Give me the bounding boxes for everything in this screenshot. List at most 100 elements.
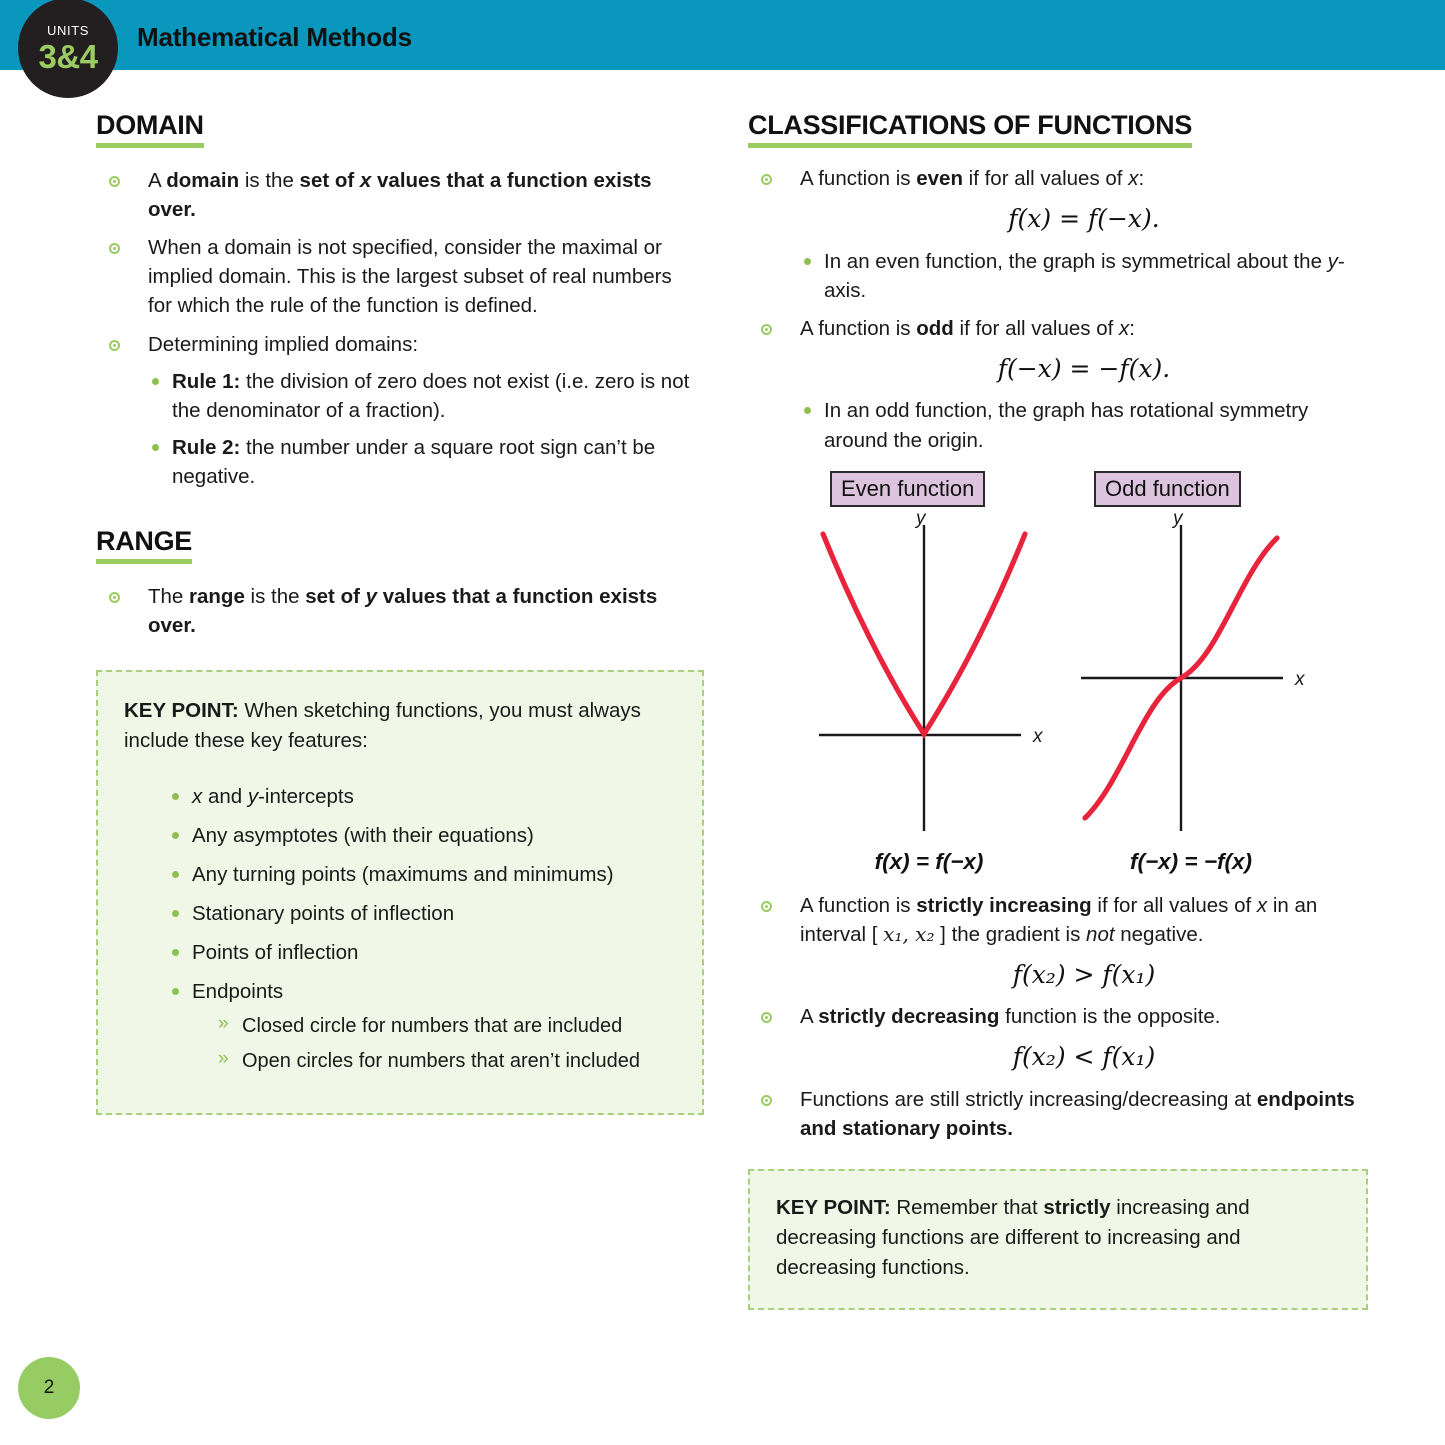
range-heading-wrap: RANGE	[96, 526, 696, 570]
list-item: A function is strictly increasing if for…	[748, 891, 1368, 993]
text-run: x	[1119, 316, 1130, 340]
text-run: is the	[239, 169, 300, 192]
list-item: Rule 1: the division of zero does not ex…	[148, 367, 696, 425]
units-badge: UNITS 3&4	[18, 0, 118, 98]
left-column: DOMAIN A domain is the set of x values t…	[96, 110, 704, 1116]
text-run: function is the opposite.	[999, 1005, 1221, 1029]
text-run: Functions are still strictly increasing/…	[800, 1087, 1257, 1111]
classifications-heading-wrap: CLASSIFICATIONS OF FUNCTIONS	[748, 110, 1368, 154]
list-item: Points of inflection	[168, 938, 676, 967]
text-run: The	[148, 585, 190, 609]
x-axis-label: x	[1294, 669, 1306, 690]
text-run: strictly increasing	[916, 893, 1092, 917]
list-item: A domain is the set of x values that a f…	[96, 166, 696, 224]
text-run: ] the gradient is	[934, 922, 1087, 946]
text-run: not	[1086, 922, 1115, 946]
text-run: Any asymptotes (with their equations)	[192, 823, 534, 847]
text-run: Points of inflection	[192, 941, 359, 965]
function-figures: Even function x y f(x) = f(−x) Odd funct…	[748, 470, 1368, 891]
text-run: y	[365, 585, 378, 609]
text-run: values that a function exists over.	[148, 169, 652, 222]
text-run: Open circles for numbers that aren’t inc…	[242, 1049, 640, 1072]
list-item: When a domain is not specified, consider…	[96, 233, 696, 320]
list-item: A function is odd if for all values of x…	[748, 314, 1368, 455]
right-column: CLASSIFICATIONS OF FUNCTIONS A function …	[748, 110, 1368, 1311]
figure-odd-caption: f(−x) = −f(x)	[1130, 848, 1252, 874]
math-expression: f(x) = f(−x).	[1008, 204, 1160, 234]
classifications-top-list: A function is even if for all values of …	[748, 164, 1368, 455]
sub-list: Closed circle for numbers that are inclu…	[192, 1011, 676, 1075]
sub-list: In an even function, the graph is symmet…	[800, 247, 1368, 305]
figure-even-label: Even function	[830, 470, 986, 508]
text-run: set of	[305, 585, 366, 609]
spacer	[96, 500, 696, 526]
list-item: Any turning points (maximums and minimum…	[168, 860, 676, 889]
math-expression: f(x₂) > f(x₁)	[1012, 959, 1156, 989]
text-run: y	[1327, 249, 1338, 273]
list-item: Stationary points of inflection	[168, 899, 676, 928]
units-label: UNITS	[47, 22, 89, 38]
sub-list: Rule 1: the division of zero does not ex…	[148, 367, 696, 491]
text-run: if for all values of	[962, 167, 1129, 190]
list-item: Open circles for numbers that aren’t inc…	[214, 1046, 676, 1075]
domain-heading-wrap: DOMAIN	[96, 110, 696, 154]
figure-odd-label: Odd function	[1094, 470, 1241, 508]
text-run: x	[359, 169, 372, 192]
list-item: Functions are still strictly increasing/…	[748, 1085, 1368, 1143]
text-run: the division of zero does not exist (i.e…	[172, 369, 690, 422]
text-run: When a domain is not specified, consider…	[148, 236, 672, 318]
figure-even-caption: f(x) = f(−x)	[874, 848, 984, 874]
text-run: -intercepts	[258, 784, 354, 808]
key-point-left-text: KEY POINT: When sketching functions, you…	[124, 696, 676, 755]
y-axis-label: y	[1171, 513, 1184, 529]
text-run: and	[202, 784, 248, 808]
text-run: odd	[916, 316, 954, 340]
text-run: x	[192, 784, 203, 808]
figure-even-function: Even function x y f(x) = f(−x)	[804, 470, 1054, 875]
list-item: EndpointsClosed circle for numbers that …	[168, 977, 676, 1075]
parabola-curve	[820, 531, 1028, 739]
list-item: Determining implied domains: Rule 1: the …	[96, 330, 696, 492]
text-run: if for all values of	[953, 316, 1120, 340]
even-function-graph: x y	[819, 513, 1044, 831]
text-run: A function is	[800, 316, 917, 340]
text-run: Rule 1:	[172, 369, 241, 393]
text-run: x	[1256, 893, 1268, 917]
text-run: values that a function exists over.	[148, 585, 658, 638]
list-item: Closed circle for numbers that are inclu…	[214, 1011, 676, 1040]
list-item: In an odd function, the graph has rotati…	[800, 396, 1368, 454]
math-expression: f(x₂) < f(x₁)	[1012, 1042, 1156, 1072]
key-point-right-label: KEY POINT:	[776, 1196, 891, 1220]
text-run: :	[1129, 316, 1135, 340]
text-run: x	[1128, 167, 1139, 190]
text-run: endpoints and stationary points.	[800, 1087, 1355, 1141]
text-run: range	[189, 585, 245, 609]
page-title: Mathematical Methods	[137, 22, 412, 52]
classifications-heading: CLASSIFICATIONS OF FUNCTIONS	[748, 110, 1192, 148]
key-point-box-right: KEY POINT: Remember that strictly increa…	[748, 1169, 1368, 1311]
text-run: Any turning points (maximums and minimum…	[192, 862, 614, 886]
y-axis-label: y	[914, 513, 927, 529]
text-run: even	[916, 167, 963, 190]
cubic-curve	[1082, 535, 1280, 821]
text-run: y	[247, 784, 259, 808]
page-number-badge: 2	[18, 1357, 80, 1419]
text-run: if for all values of	[1091, 893, 1257, 917]
figure-odd-label-row: Odd function	[1066, 470, 1316, 513]
key-point-box-left: KEY POINT: When sketching functions, you…	[96, 670, 704, 1116]
text-run: set of	[299, 169, 360, 192]
units-number: 3&4	[38, 37, 98, 75]
range-heading: RANGE	[96, 526, 192, 565]
list-item: Rule 2: the number under a square root s…	[148, 433, 696, 491]
domain-heading: DOMAIN	[96, 110, 204, 148]
list-item: A strictly decreasing function is the op…	[748, 1002, 1368, 1075]
key-point-left-label: KEY POINT:	[124, 699, 239, 723]
header-bar	[0, 0, 1445, 70]
classifications-bottom-list: A function is strictly increasing if for…	[748, 891, 1368, 1144]
text-run: negative.	[1114, 922, 1204, 946]
text-run: Determining implied domains:	[148, 332, 419, 356]
text-run: In an even function, the graph is symmet…	[824, 249, 1328, 273]
text-run: is the	[244, 585, 306, 609]
list-item: x and y-intercepts	[168, 782, 676, 811]
